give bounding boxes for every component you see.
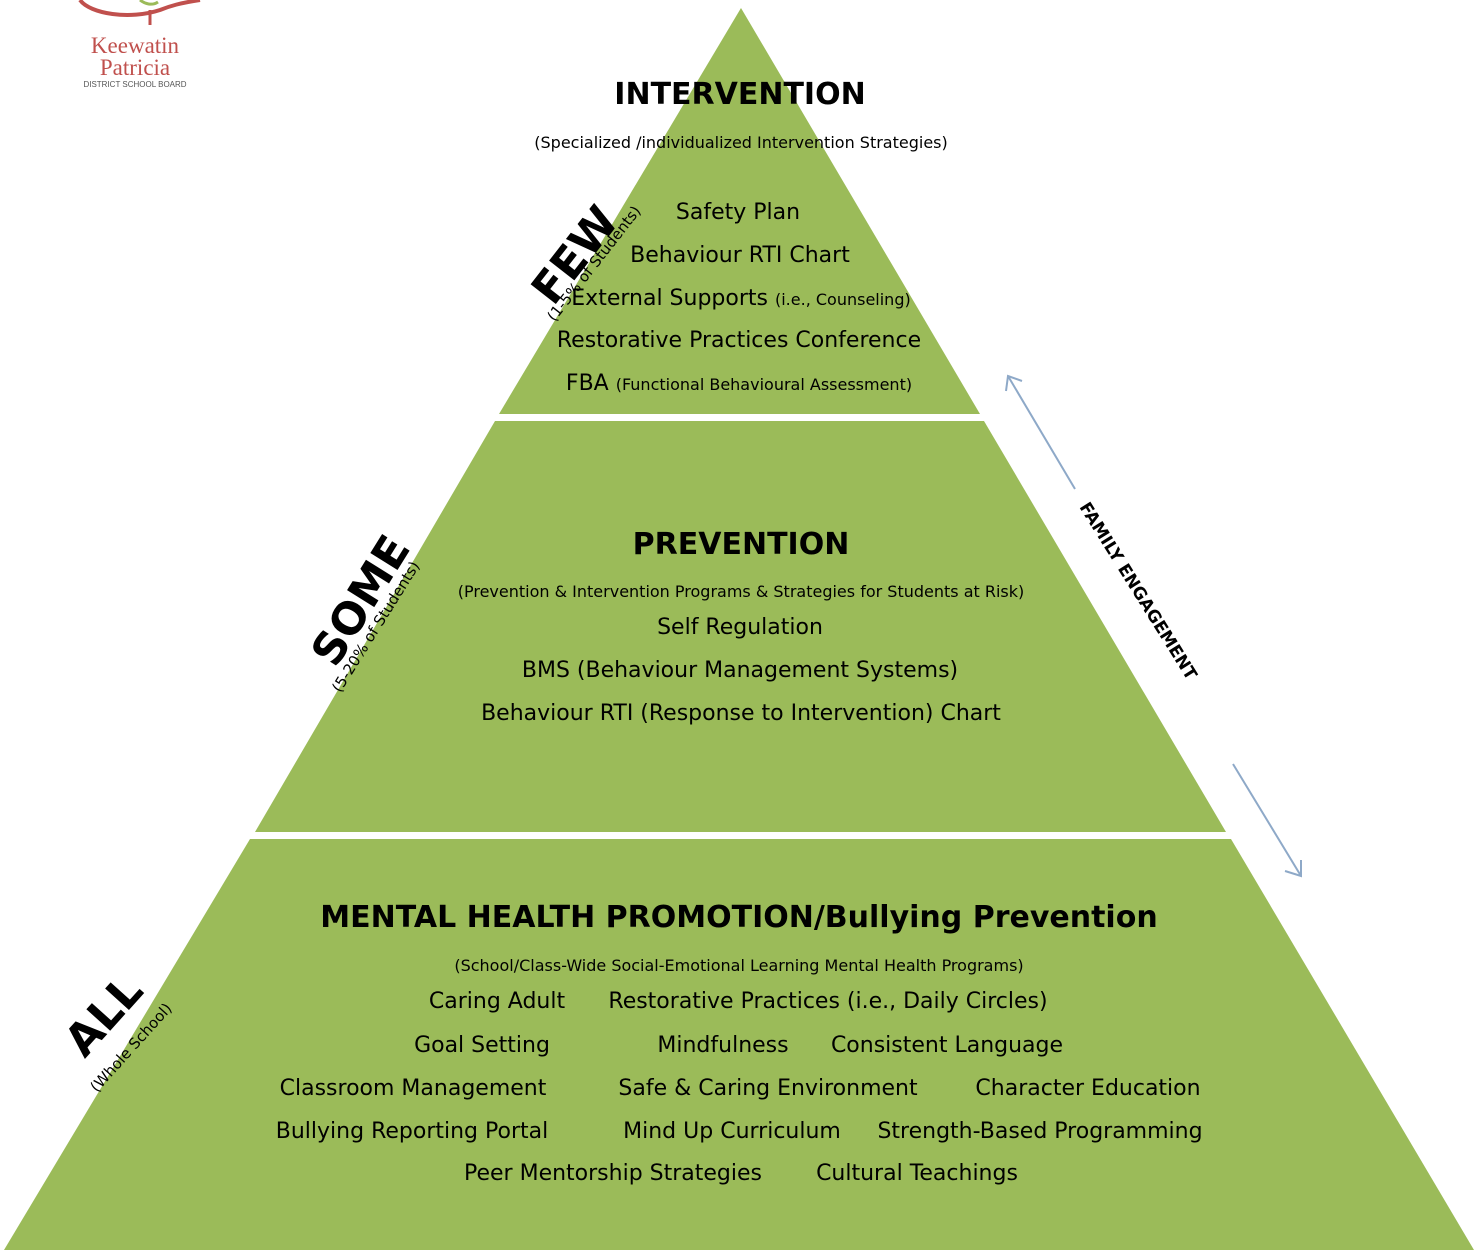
tier-bottom-title: MENTAL HEALTH PROMOTION/Bullying Prevent… [320,900,1158,935]
tier-top-subtitle: (Specialized /individualized Interventio… [534,133,948,152]
tier-bottom-item: Restorative Practices (i.e., Daily Circl… [608,989,1048,1014]
tier-middle-shape [255,421,1226,832]
tier-middle-item: Self Regulation [657,615,823,640]
tier-top-shape [499,8,980,414]
tier-middle-title: PREVENTION [632,527,850,562]
tier-bottom-item: Mind Up Curriculum [623,1119,841,1144]
tier-bottom-item: Goal Setting [414,1033,550,1058]
tier-top-title: INTERVENTION [614,77,866,112]
tier-bottom-item: Consistent Language [830,1033,1064,1058]
tier-top-item: External Supports (i.e., Counseling) [571,286,911,311]
tier-bottom-item: Safe & Caring Environment [618,1076,918,1101]
tier-bottom-item: Mindfulness [657,1033,789,1058]
logo-line2: Patricia [99,55,171,80]
tier-middle-item: BMS (Behaviour Management Systems) [521,658,959,683]
tier-bottom-item: Bullying Reporting Portal [275,1119,549,1144]
tier-bottom-subtitle: (School/Class-Wide Social-Emotional Lear… [454,956,1024,975]
tier-top-item: FBA (Functional Behavioural Assessment) [565,371,913,396]
logo-emblem [78,0,201,25]
tier-top-item: Safety Plan [675,200,801,225]
tier-bottom-shape [4,839,1474,1250]
family-engagement-arrow [1005,374,1302,878]
logo-line1: Keewatin [90,33,180,58]
tier-top-item: Restorative Practices Conference [556,328,922,353]
tier-bottom-item: Cultural Teachings [816,1161,1018,1186]
tier-bottom-item: Character Education [975,1076,1201,1101]
tier-bottom-item: Caring Adult [428,989,566,1014]
tier-bottom-item: Strength-Based Programming [877,1119,1203,1144]
tier-middle-subtitle: (Prevention & Intervention Programs & St… [457,582,1025,601]
tier-bottom-item: Peer Mentorship Strategies [463,1161,763,1186]
tier-top-item: Behaviour RTI Chart [630,243,850,268]
tier-middle-item: Behaviour RTI (Response to Intervention)… [481,701,1001,726]
logo-line3: DISTRICT SCHOOL BOARD [83,80,187,89]
tier-bottom-item: Classroom Management [279,1076,547,1101]
